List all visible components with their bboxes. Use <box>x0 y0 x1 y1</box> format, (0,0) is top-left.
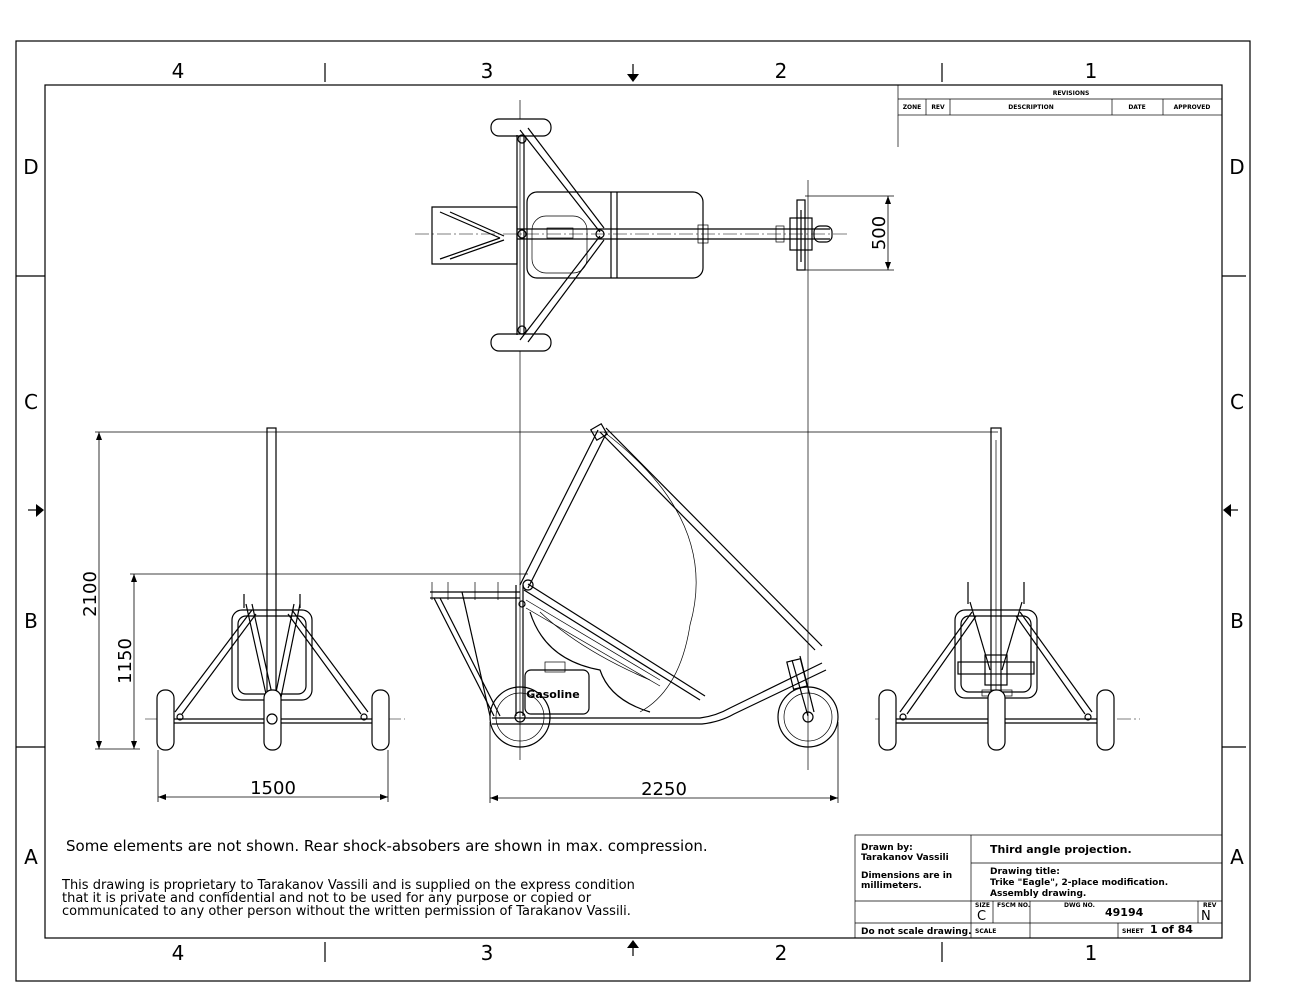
drawn-by-label: Drawn by: <box>861 843 913 853</box>
note-proprietary-2: that it is private and confidential and … <box>62 891 592 906</box>
zone-bottom-4: 4 <box>172 941 185 965</box>
units-note-1: Dimensions are in <box>861 871 952 881</box>
size-value: C <box>977 909 986 924</box>
top-view <box>431 118 833 352</box>
projection-lines <box>95 100 1140 770</box>
zone-left-C: C <box>24 390 38 414</box>
zone-right-B: B <box>1230 609 1244 633</box>
dim-1500: 1500 <box>157 750 389 802</box>
dim-1150-label: 1150 <box>115 638 136 684</box>
dim-2250-label: 2250 <box>641 779 687 800</box>
zone-left-B: B <box>24 609 38 633</box>
scale-label: SCALE <box>975 928 996 935</box>
side-view: Gasoline <box>430 422 839 748</box>
projection-note: Third angle projection. <box>990 843 1132 856</box>
drawing-frame <box>15 40 1251 982</box>
front-view <box>878 427 1115 751</box>
zone-bottom-1: 1 <box>1085 941 1098 965</box>
revisions-col-rev: REV <box>931 104 945 111</box>
dim-2250: 2250 <box>489 722 839 803</box>
revisions-title: REVISIONS <box>1053 90 1090 97</box>
dwg-no-label: DWG NO. <box>1064 902 1095 909</box>
revisions-table: REVISIONS ZONE REV DESCRIPTION DATE APPR… <box>897 84 1223 147</box>
note-elements: Some elements are not shown. Rear shock-… <box>66 837 708 855</box>
drawn-by-name: Tarakanov Vassili <box>861 853 949 863</box>
revisions-col-description: DESCRIPTION <box>1008 104 1054 111</box>
zone-right-D: D <box>1229 155 1244 179</box>
dim-2100: 2100 <box>80 432 102 749</box>
zone-bottom-3: 3 <box>481 941 494 965</box>
revisions-col-approved: APPROVED <box>1174 104 1211 111</box>
sheet-value: 1 of 84 <box>1150 923 1193 936</box>
dwg-no-value: 49194 <box>1105 906 1144 919</box>
zone-top-2: 2 <box>775 59 788 83</box>
zone-bottom-2: 2 <box>775 941 788 965</box>
note-proprietary-3: communicated to any other person without… <box>62 904 631 919</box>
zone-left-A: A <box>24 845 38 869</box>
revisions-col-date: DATE <box>1128 104 1145 111</box>
zone-right-A: A <box>1230 845 1244 869</box>
title-block: Drawn by: Tarakanov Vassili Dimensions a… <box>854 834 1223 939</box>
drawing-title-line-2: Assembly drawing. <box>990 889 1086 899</box>
fuel-tank-label: Gasoline <box>526 688 579 701</box>
zone-top-4: 4 <box>172 59 185 83</box>
dim-500: 500 <box>805 195 894 271</box>
drawing-title-line-1: Trike "Eagle", 2-place modification. <box>990 878 1168 888</box>
zone-labels: 4 3 2 1 4 3 2 1 D C B A D C B A <box>23 59 1244 965</box>
sheet-label: SHEET <box>1122 928 1145 935</box>
drawing-title-label: Drawing title: <box>990 867 1060 877</box>
rev-value: N <box>1201 909 1211 924</box>
dim-1500-label: 1500 <box>250 778 296 799</box>
revisions-col-zone: ZONE <box>903 104 922 111</box>
dim-1150: 1150 <box>115 574 137 749</box>
zone-top-3: 3 <box>481 59 494 83</box>
dim-500-label: 500 <box>869 216 890 250</box>
size-label: SIZE <box>975 902 990 909</box>
zone-right-C: C <box>1230 390 1244 414</box>
notes: Some elements are not shown. Rear shock-… <box>61 837 708 919</box>
note-proprietary-1: This drawing is proprietary to Tarakanov… <box>61 878 635 893</box>
units-note-2: millimeters. <box>861 881 922 891</box>
dim-2100-label: 2100 <box>80 571 101 617</box>
do-not-scale-note: Do not scale drawing. <box>861 927 972 937</box>
rear-view <box>156 427 390 751</box>
zone-top-1: 1 <box>1085 59 1098 83</box>
rev-label: REV <box>1203 902 1217 909</box>
fscm-label: FSCM NO. <box>997 902 1030 909</box>
zone-left-D: D <box>23 155 38 179</box>
